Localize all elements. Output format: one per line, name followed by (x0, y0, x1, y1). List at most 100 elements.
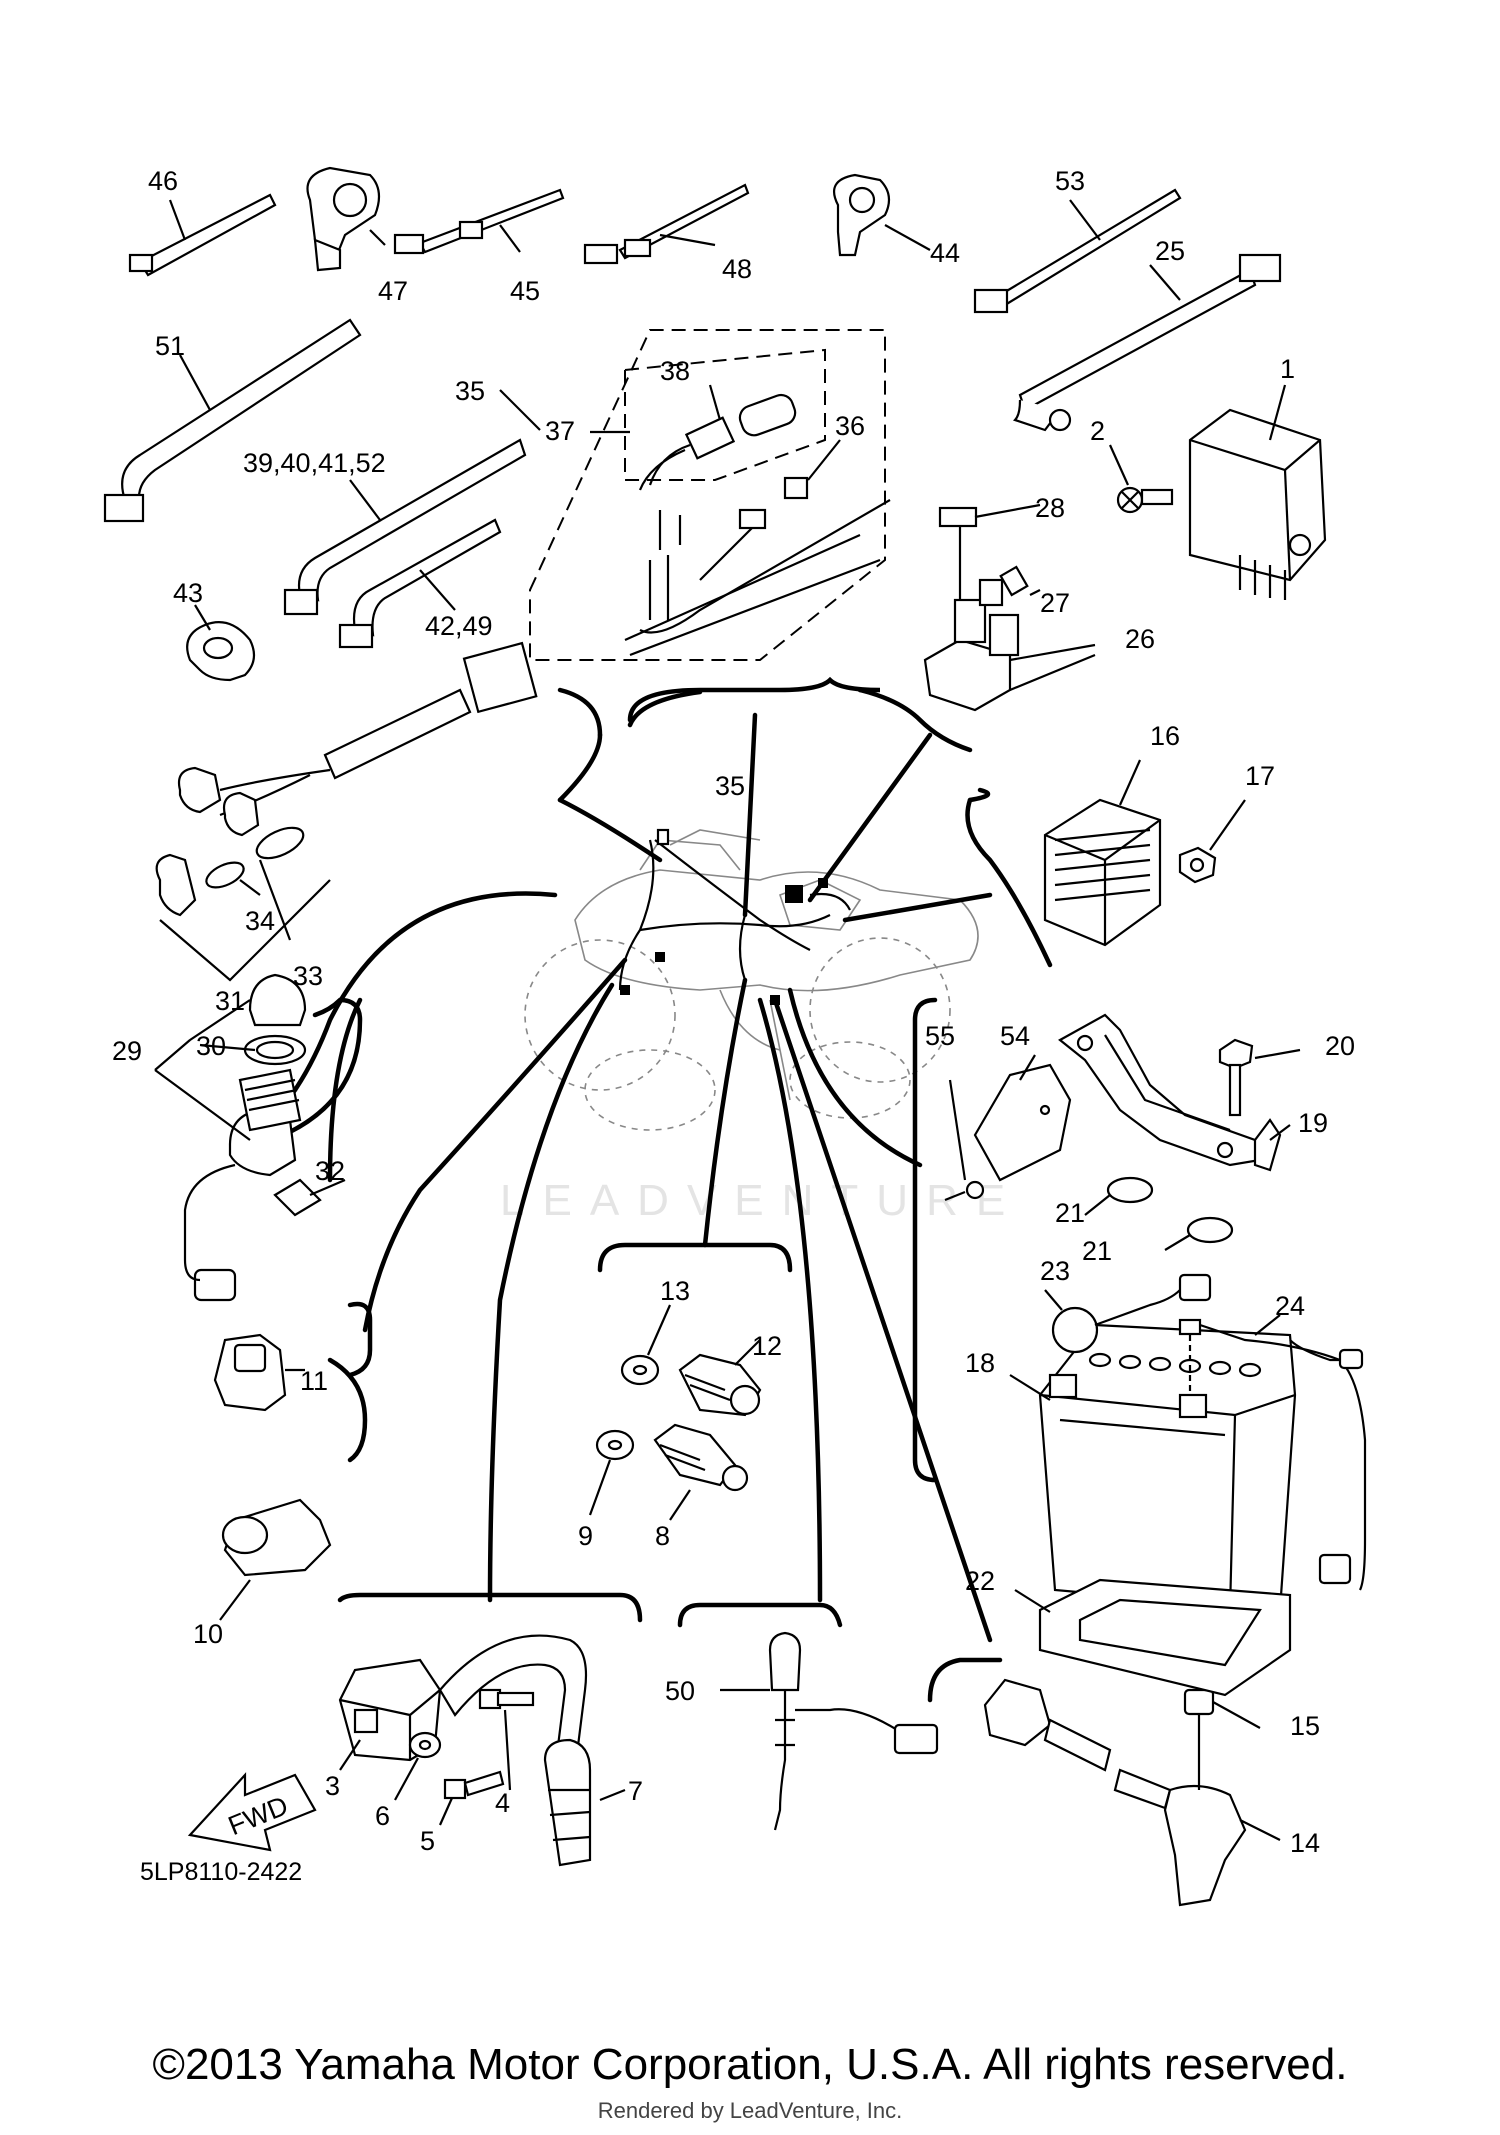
callout-5: 5 (420, 1826, 435, 1856)
callout-11: 11 (300, 1366, 328, 1396)
wire-harness-kit-35 (499, 329, 891, 661)
bolt-4 (478, 1688, 535, 1791)
callout-4: 4 (495, 1788, 510, 1818)
switch-12 (678, 1339, 762, 1417)
sensor-11 (213, 1333, 305, 1412)
callout-18: 18 (965, 1348, 995, 1378)
switch-8 (653, 1423, 749, 1521)
switch-10 (219, 1498, 332, 1621)
cable-tie-42-49 (338, 518, 502, 649)
bolt-20 (1218, 1038, 1301, 1117)
battery-bracket-19 (1058, 1013, 1291, 1172)
washer-6 (394, 1731, 442, 1801)
callout-42-49: 42,49 (425, 611, 493, 641)
battery-cap-23 (1044, 1273, 1212, 1354)
callout-22: 22 (965, 1566, 995, 1596)
leader-lines (237, 676, 1053, 1703)
wire-harness-connectors-33 (155, 641, 538, 982)
callout-27: 27 (1040, 588, 1070, 618)
callout-6: 6 (375, 1801, 390, 1831)
clamp-47 (306, 166, 386, 272)
fwd-direction-arrow: FWD (187, 1772, 317, 1852)
clamp-44 (833, 173, 931, 257)
battery-cover-54 (973, 1054, 1072, 1182)
callout-47: 47 (378, 276, 408, 306)
cable-tie-45 (393, 188, 565, 255)
callout-26: 26 (1125, 624, 1155, 654)
washer-13 (620, 1304, 672, 1386)
callout-17: 17 (1245, 761, 1275, 791)
callout-53: 53 (1055, 166, 1085, 196)
callout-labels: 46 47 45 48 44 53 25 1 2 51 39,40,41,52 … (112, 166, 1355, 1858)
battery-cable-24 (1178, 1314, 1367, 1591)
callout-10: 10 (193, 1619, 223, 1649)
callout-44: 44 (930, 238, 960, 268)
cable-tie-51 (103, 318, 362, 523)
atv-outline (524, 829, 979, 1131)
callout-12: 12 (752, 1331, 782, 1361)
starter-relay-26 (923, 503, 1096, 712)
callout-37: 37 (545, 416, 575, 446)
callout-36: 36 (835, 411, 865, 441)
callout-50: 50 (665, 1676, 695, 1706)
callout-35-bike: 35 (715, 771, 745, 801)
screw-55 (944, 1079, 985, 1202)
battery-18 (1009, 1323, 1297, 1612)
callout-33: 33 (293, 961, 323, 991)
callout-14: 14 (1290, 1828, 1320, 1858)
cable-tie-46 (128, 193, 277, 277)
callout-21a: 21 (1055, 1198, 1085, 1228)
callout-8: 8 (655, 1521, 670, 1551)
diagram-part-code: 5LP8110-2422 (140, 1858, 302, 1886)
washer-9 (588, 1429, 635, 1516)
rectifier-regulator-16 (1043, 759, 1162, 947)
callout-31: 31 (215, 986, 245, 1016)
main-switch-29 (154, 973, 346, 1302)
battery-band-22 (1014, 1578, 1292, 1697)
speed-sensor-14 (983, 1678, 1281, 1907)
callout-20: 20 (1325, 1031, 1355, 1061)
callout-15: 15 (1290, 1711, 1320, 1741)
callout-16: 16 (1150, 721, 1180, 751)
damper-21a (1084, 1176, 1154, 1216)
callout-34: 34 (245, 906, 275, 936)
callout-55: 55 (925, 1021, 955, 1051)
callout-48: 48 (722, 254, 752, 284)
copyright-notice: ©2013 Yamaha Motor Corporation, U.S.A. A… (152, 2040, 1348, 2089)
screw-2 (1108, 444, 1174, 514)
callout-39-40-41-52: 39,40,41,52 (243, 448, 386, 478)
callout-35-kit: 35 (455, 376, 485, 406)
damper-21b (1164, 1216, 1234, 1251)
rendered-by-notice: Rendered by LeadVenture, Inc. (597, 2098, 903, 2123)
callout-23: 23 (1040, 1256, 1070, 1286)
callout-30: 30 (196, 1031, 226, 1061)
cable-tie-53 (973, 188, 1182, 314)
callout-32: 32 (315, 1156, 345, 1186)
cdi-unit-1 (1188, 384, 1327, 600)
spark-plug-cap-7 (543, 1738, 626, 1867)
callout-7: 7 (628, 1776, 643, 1806)
callout-43: 43 (173, 578, 203, 608)
bolt-5 (438, 1770, 505, 1826)
callout-3: 3 (325, 1771, 340, 1801)
callout-19: 19 (1298, 1108, 1328, 1138)
callout-1: 1 (1280, 354, 1295, 384)
callout-28: 28 (1035, 493, 1065, 523)
callout-38: 38 (660, 356, 690, 386)
nut-17 (1178, 799, 1246, 884)
callout-51: 51 (155, 331, 185, 361)
callout-46: 46 (148, 166, 178, 196)
callout-24: 24 (1275, 1291, 1305, 1321)
callout-9: 9 (578, 1521, 593, 1551)
callout-13: 13 (660, 1276, 690, 1306)
callout-2: 2 (1090, 416, 1105, 446)
lead-wire-25 (1012, 253, 1282, 432)
callout-45: 45 (510, 276, 540, 306)
grommet-43 (186, 604, 256, 682)
callout-25: 25 (1155, 236, 1185, 266)
callout-21b: 21 (1082, 1236, 1112, 1266)
cable-tie-39-40-41-52 (283, 438, 527, 616)
sensor-50 (720, 1631, 939, 1831)
cable-tie-48 (583, 183, 750, 265)
